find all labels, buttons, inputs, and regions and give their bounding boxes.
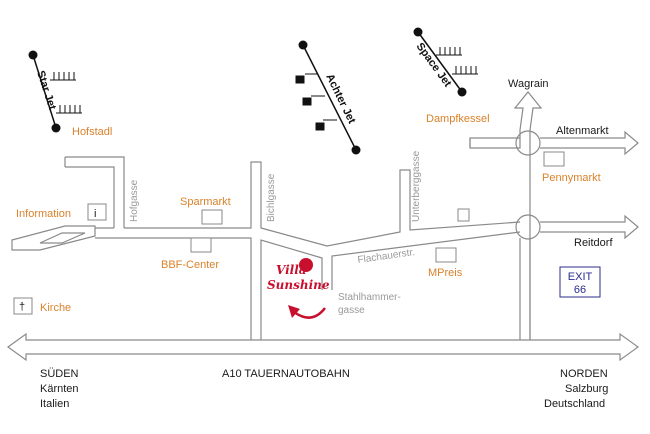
road-wagrain bbox=[469, 91, 543, 340]
information-symbol: i bbox=[94, 208, 96, 220]
label-reitdorf: Reitdorf bbox=[574, 237, 613, 249]
highway-name: A10 TAUERNAUTOBAHN bbox=[222, 368, 350, 380]
hotel-arrow bbox=[293, 307, 326, 319]
label-flachauerstr: Flachauerstr. bbox=[357, 247, 416, 266]
hotel-marker-dot bbox=[299, 258, 313, 272]
label-stahlhammergasse-line2: gasse bbox=[338, 305, 365, 316]
label-mpreis: MPreis bbox=[428, 267, 463, 279]
exit-sign: EXIT 66 bbox=[559, 266, 601, 298]
label-hofstadl: Hofstadl bbox=[72, 126, 112, 138]
hotel-villa-sunshine: Villa Sunshine bbox=[267, 258, 330, 319]
lift-star-jet-marks bbox=[50, 72, 82, 114]
label-bichlgasse: Bichlgasse bbox=[266, 173, 277, 222]
roundabout-south bbox=[515, 214, 541, 240]
mpreis-building bbox=[435, 247, 457, 263]
highway-south-line2: Italien bbox=[40, 398, 69, 410]
highway-north-title: NORDEN bbox=[560, 368, 608, 380]
exit-line1: EXIT bbox=[568, 271, 593, 283]
highway-north-line2: Deutschland bbox=[544, 398, 605, 410]
label-unterberggasse: Unterberggasse bbox=[411, 150, 422, 222]
road-main-top bbox=[95, 161, 521, 247]
highway-south-title: SÜDEN bbox=[40, 368, 79, 380]
exit-line2: 66 bbox=[574, 284, 586, 296]
kirche-symbol: † bbox=[19, 301, 25, 313]
hotel-arrow-head bbox=[288, 305, 300, 318]
label-wagrain: Wagrain bbox=[508, 78, 549, 90]
bbf-center-building bbox=[190, 237, 212, 253]
road-altenmarkt bbox=[540, 130, 639, 156]
lift-star-jet-label: Star Jet bbox=[34, 69, 58, 111]
label-dampfkessel: Dampfkessel bbox=[426, 113, 490, 125]
buildings: i † bbox=[13, 151, 565, 315]
highway-south-line1: Kärnten bbox=[40, 383, 79, 395]
label-hofgasse: Hofgasse bbox=[129, 179, 140, 222]
lift-star-jet: Star Jet bbox=[28, 50, 82, 133]
label-information: Information bbox=[16, 208, 71, 220]
lift-achter-jet-gondolas bbox=[295, 73, 337, 131]
road-network bbox=[11, 91, 639, 340]
label-bbf-center: BBF-Center bbox=[161, 259, 219, 271]
label-pennymarkt: Pennymarkt bbox=[542, 172, 601, 184]
hotel-name-line2: Sunshine bbox=[267, 278, 330, 292]
unterberggasse-building bbox=[457, 208, 470, 222]
highway-north-line1: Salzburg bbox=[565, 383, 608, 395]
roundabout-north bbox=[515, 130, 541, 156]
road-spur-island bbox=[39, 232, 86, 244]
sparmarkt-building bbox=[201, 209, 223, 225]
road-reitdorf bbox=[540, 214, 639, 240]
road-main-bottom bbox=[95, 231, 521, 340]
label-stahlhammergasse-line1: Stahlhammer- bbox=[338, 292, 401, 303]
hotel-name-line1: Villa bbox=[276, 263, 307, 277]
lift-achter-jet: Achter Jet bbox=[295, 40, 361, 155]
lift-space-jet-marks bbox=[436, 47, 478, 75]
lift-space-jet: Space Jet bbox=[413, 27, 478, 97]
information-box bbox=[87, 203, 107, 221]
label-altenmarkt: Altenmarkt bbox=[556, 125, 609, 137]
label-kirche: Kirche bbox=[40, 302, 71, 314]
road-vertical-east bbox=[469, 137, 520, 148]
pennymarkt-building bbox=[543, 151, 565, 167]
highway-a10 bbox=[6, 332, 640, 362]
label-sparmarkt: Sparmarkt bbox=[180, 196, 231, 208]
road-hofgasse bbox=[64, 156, 125, 228]
road-information-spur bbox=[11, 225, 96, 251]
kirche-building bbox=[13, 297, 33, 315]
lift-space-jet-label: Space Jet bbox=[414, 41, 454, 90]
road-south-connector bbox=[519, 238, 531, 340]
